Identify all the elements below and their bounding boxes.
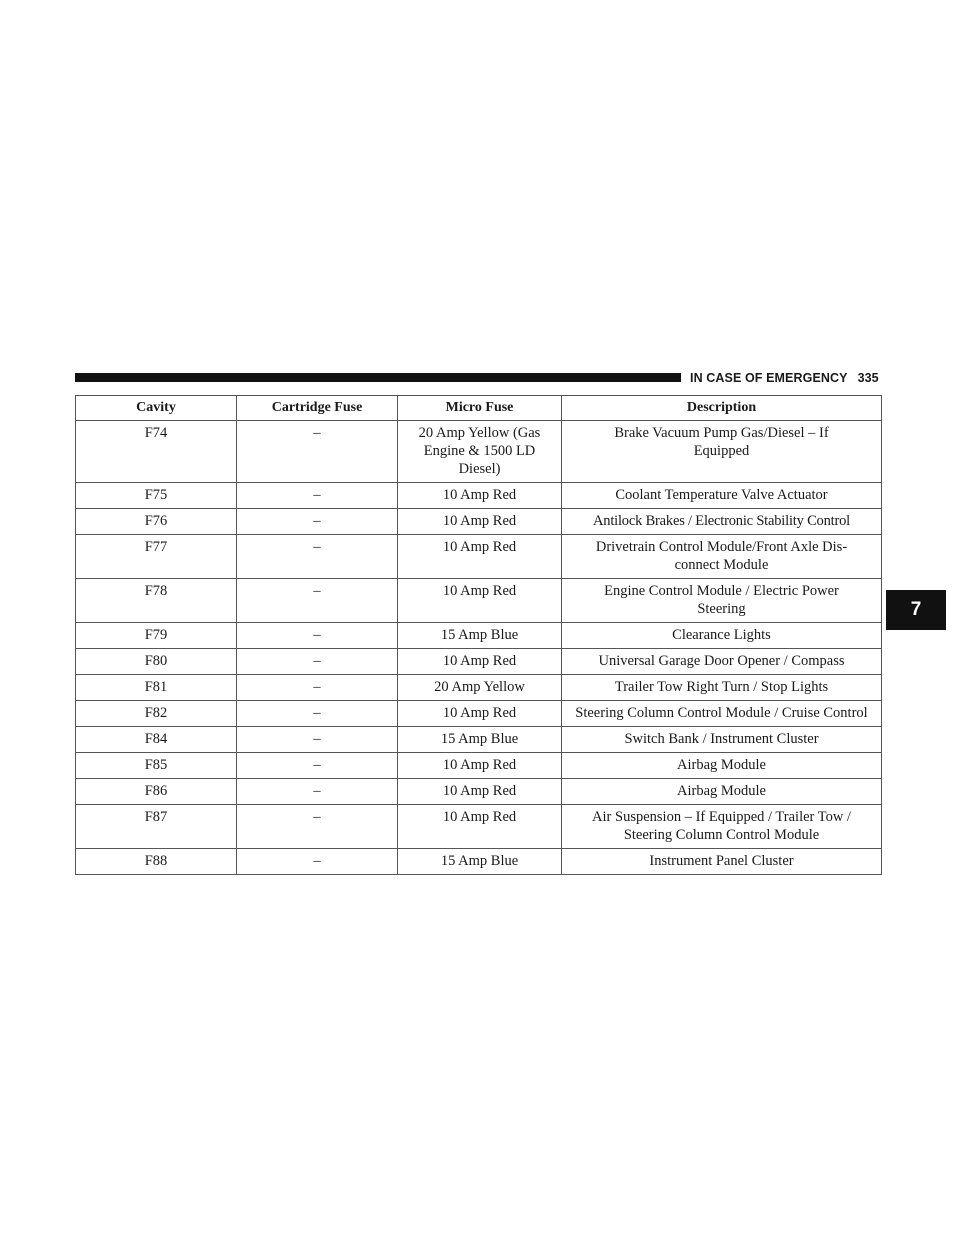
- table-header-row: Cavity Cartridge Fuse Micro Fuse Descrip…: [75, 395, 882, 421]
- micro-fuse-cell: 10 Amp Red: [397, 578, 562, 623]
- description-cell: Antilock Brakes / Electronic Stability C…: [561, 508, 882, 535]
- section-title: IN CASE OF EMERGENCY: [690, 371, 848, 385]
- micro-fuse-cell: 10 Amp Red: [397, 534, 562, 579]
- description-cell: Clearance Lights: [561, 622, 882, 649]
- cartridge-fuse-cell: –: [236, 420, 398, 483]
- table-row: F76 – 10 Amp Red Antilock Brakes / Elect…: [75, 508, 882, 535]
- column-header-micro-fuse: Micro Fuse: [397, 395, 562, 421]
- micro-fuse-cell: 15 Amp Blue: [397, 848, 562, 875]
- micro-fuse-cell: 15 Amp Blue: [397, 622, 562, 649]
- table-row: F75 – 10 Amp Red Coolant Temperature Val…: [75, 482, 882, 509]
- description-cell: Coolant Temperature Valve Actuator: [561, 482, 882, 509]
- description-cell: Drivetrain Control Module/Front Axle Dis…: [561, 534, 882, 579]
- cartridge-fuse-cell: –: [236, 778, 398, 805]
- micro-fuse-cell: 10 Amp Red: [397, 752, 562, 779]
- micro-fuse-cell: 20 Amp Yellow: [397, 674, 562, 701]
- header-rule: [75, 373, 681, 382]
- table-row: F87 – 10 Amp Red Air Suspension – If Equ…: [75, 804, 882, 849]
- description-cell: Instrument Panel Cluster: [561, 848, 882, 875]
- column-header-cavity: Cavity: [75, 395, 237, 421]
- table-row: F78 – 10 Amp Red Engine Control Module /…: [75, 578, 882, 623]
- fuse-table: Cavity Cartridge Fuse Micro Fuse Descrip…: [75, 395, 882, 875]
- cavity-cell: F85: [75, 752, 237, 779]
- micro-fuse-cell: 10 Amp Red: [397, 648, 562, 675]
- column-header-cartridge-fuse: Cartridge Fuse: [236, 395, 398, 421]
- table-row: F86 – 10 Amp Red Airbag Module: [75, 778, 882, 805]
- cartridge-fuse-cell: –: [236, 848, 398, 875]
- cavity-cell: F79: [75, 622, 237, 649]
- cavity-cell: F80: [75, 648, 237, 675]
- cartridge-fuse-cell: –: [236, 482, 398, 509]
- table-row: F88 – 15 Amp Blue Instrument Panel Clust…: [75, 848, 882, 875]
- cavity-cell: F81: [75, 674, 237, 701]
- cavity-cell: F78: [75, 578, 237, 623]
- table-row: F80 – 10 Amp Red Universal Garage Door O…: [75, 648, 882, 675]
- table-row: F81 – 20 Amp Yellow Trailer Tow Right Tu…: [75, 674, 882, 701]
- cavity-cell: F77: [75, 534, 237, 579]
- column-header-description: Description: [561, 395, 882, 421]
- table-row: F74 – 20 Amp Yellow (Gas Engine & 1500 L…: [75, 420, 882, 483]
- description-cell: Switch Bank / Instrument Cluster: [561, 726, 882, 753]
- micro-fuse-cell: 10 Amp Red: [397, 778, 562, 805]
- micro-fuse-cell: 10 Amp Red: [397, 508, 562, 535]
- cavity-cell: F86: [75, 778, 237, 805]
- cartridge-fuse-cell: –: [236, 726, 398, 753]
- cavity-cell: F87: [75, 804, 237, 849]
- cartridge-fuse-cell: –: [236, 648, 398, 675]
- micro-fuse-cell: 10 Amp Red: [397, 804, 562, 849]
- cartridge-fuse-cell: –: [236, 622, 398, 649]
- description-cell: Engine Control Module / Electric Power S…: [561, 578, 882, 623]
- description-cell: Airbag Module: [561, 778, 882, 805]
- cartridge-fuse-cell: –: [236, 508, 398, 535]
- description-cell: Universal Garage Door Opener / Compass: [561, 648, 882, 675]
- cartridge-fuse-cell: –: [236, 578, 398, 623]
- description-cell: Steering Column Control Module / Cruise …: [561, 700, 882, 727]
- description-cell: Trailer Tow Right Turn / Stop Lights: [561, 674, 882, 701]
- cavity-cell: F74: [75, 420, 237, 483]
- cartridge-fuse-cell: –: [236, 804, 398, 849]
- cartridge-fuse-cell: –: [236, 534, 398, 579]
- cartridge-fuse-cell: –: [236, 752, 398, 779]
- micro-fuse-cell: 10 Amp Red: [397, 482, 562, 509]
- description-cell: Air Suspension – If Equipped / Trailer T…: [561, 804, 882, 849]
- running-header: IN CASE OF EMERGENCY 335: [690, 369, 880, 387]
- table-row: F77 – 10 Amp Red Drivetrain Control Modu…: [75, 534, 882, 579]
- cartridge-fuse-cell: –: [236, 700, 398, 727]
- cavity-cell: F76: [75, 508, 237, 535]
- description-cell: Brake Vacuum Pump Gas/Diesel – If Equipp…: [561, 420, 882, 483]
- cavity-cell: F88: [75, 848, 237, 875]
- table-row: F79 – 15 Amp Blue Clearance Lights: [75, 622, 882, 649]
- table-row: F85 – 10 Amp Red Airbag Module: [75, 752, 882, 779]
- cavity-cell: F82: [75, 700, 237, 727]
- table-row: F82 – 10 Amp Red Steering Column Control…: [75, 700, 882, 727]
- chapter-tab: 7: [886, 590, 946, 630]
- cavity-cell: F75: [75, 482, 237, 509]
- description-cell: Airbag Module: [561, 752, 882, 779]
- page-number: 335: [857, 371, 879, 385]
- micro-fuse-cell: 20 Amp Yellow (Gas Engine & 1500 LD Dies…: [397, 420, 562, 483]
- cavity-cell: F84: [75, 726, 237, 753]
- table-row: F84 – 15 Amp Blue Switch Bank / Instrume…: [75, 726, 882, 753]
- micro-fuse-cell: 10 Amp Red: [397, 700, 562, 727]
- cartridge-fuse-cell: –: [236, 674, 398, 701]
- micro-fuse-cell: 15 Amp Blue: [397, 726, 562, 753]
